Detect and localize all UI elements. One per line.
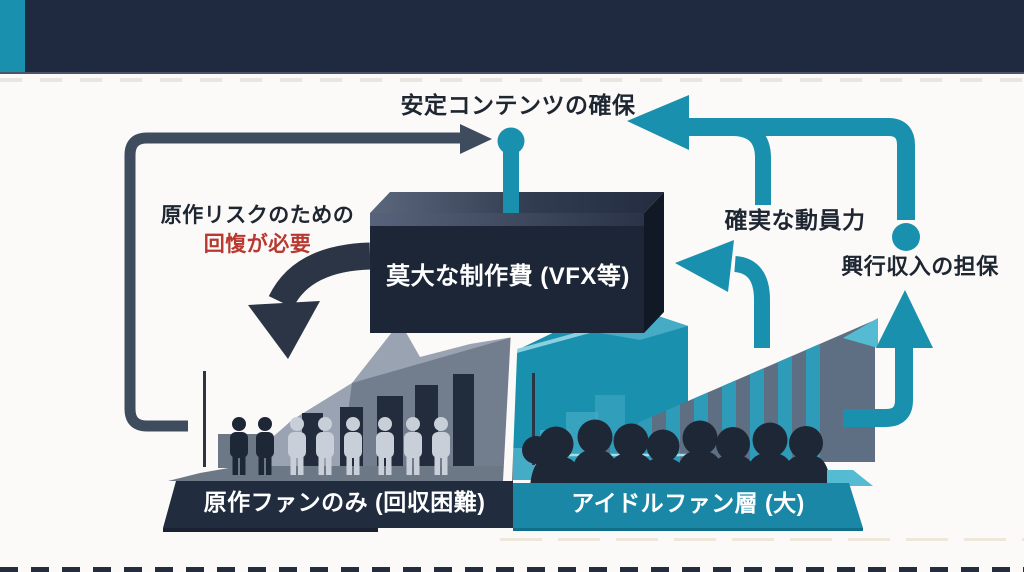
original-fans-pyramid [168, 322, 513, 481]
header-accent-square [0, 0, 25, 72]
stable-content-label: 安定コンテンツの確保 [400, 92, 636, 118]
risk-label-line1: 原作リスクのための [160, 204, 355, 227]
faint-dash-row-cream [500, 538, 1024, 541]
reinvest-loop-arrow [124, 124, 492, 432]
production-cost-label: 莫大な制作費 (VFX等) [386, 263, 630, 290]
header-bar [0, 0, 1024, 74]
content-pin [497, 127, 525, 213]
crowd-platform-edge [827, 470, 873, 486]
thin-pole-right [532, 373, 535, 465]
risk-label-line2: 回愎が必要 [203, 233, 312, 256]
original-fans-band-label: 原作ファンのみ (回収困難) [203, 489, 486, 515]
cutoff-dash-row-bottom [0, 567, 1024, 572]
recovery-arrow [248, 242, 371, 359]
box-office-arrowhead [876, 290, 933, 348]
mobilization-arrowhead [675, 240, 734, 292]
mobilization-stem [733, 256, 770, 348]
mobilization-label: 確実な動員力 [724, 207, 866, 233]
thin-pole-left [203, 371, 206, 467]
label-bands [163, 481, 863, 532]
original-fans-figures [230, 417, 450, 475]
idol-fans-crowd [522, 419, 832, 487]
cycle-top-segment [688, 118, 915, 220]
box-office-label: 興行収入の担保 [841, 254, 999, 279]
risk-label: 原作リスクのための 回愎が必要 [150, 201, 365, 259]
scene-divider [503, 330, 518, 481]
cycle-inner-segment [705, 119, 771, 205]
connector-dot [892, 223, 920, 251]
cycle-arrowhead [627, 95, 689, 150]
idol-fans-band-label: アイドルファン層 (大) [571, 490, 805, 516]
idol-cycle-arrows [627, 95, 933, 427]
faint-dash-row-top [0, 78, 1024, 82]
box-office-stem [843, 345, 913, 427]
